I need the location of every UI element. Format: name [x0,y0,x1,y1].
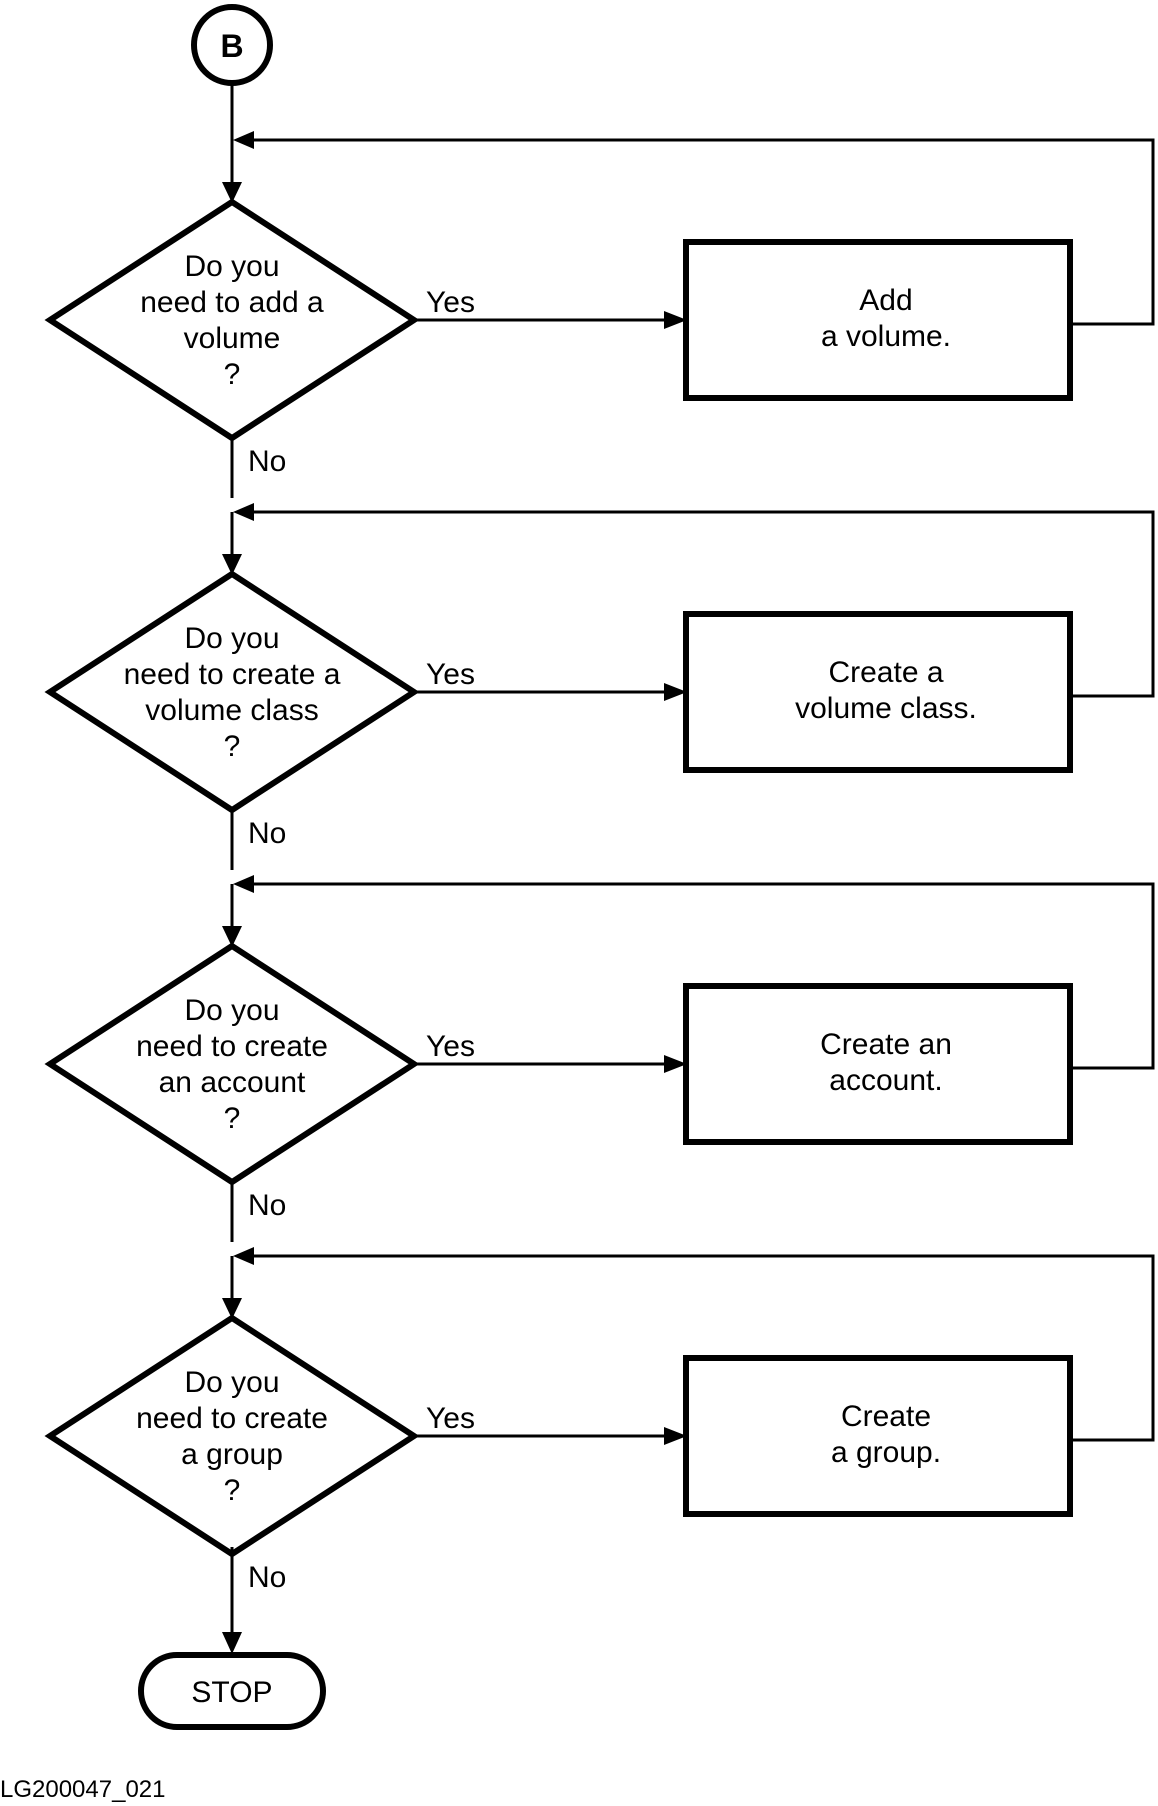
decision-diamond-1 [44,198,420,442]
decision-text-2-line-3: volume class [145,694,318,727]
action-box-4 [683,1355,1073,1517]
decision-text-1-line-1: Do you [184,250,279,283]
start-connector-label: B [220,28,243,64]
decision-text-2-line-2: need to create a [124,658,341,691]
decision-text-3-line-3: an account [159,1066,306,1099]
action-text-3-line-2: account. [829,1064,942,1097]
yes-label-1: Yes [426,286,475,319]
yes-label-2: Yes [426,658,475,691]
decision-text-4-line-4: ? [224,1474,241,1507]
decision-diamond-4 [44,1314,420,1558]
no-label-4: No [248,1561,286,1594]
no-label-2: No [248,817,286,850]
loop-back-arrowhead-4 [233,1247,254,1265]
yes-arrowhead-1 [664,311,687,329]
decision-text-2-line-4: ? [224,730,241,763]
yes-label-3: Yes [426,1030,475,1063]
decision-text-1-line-2: need to add a [140,286,324,319]
loop-back-arrowhead-1 [233,131,254,149]
yes-label-4: Yes [426,1402,475,1435]
decision-text-2-line-1: Do you [184,622,279,655]
action-box-3 [683,983,1073,1145]
stop-terminal-label: STOP [191,1676,272,1709]
action-text-4-line-2: a group. [831,1436,941,1469]
decision-text-4-line-1: Do you [184,1366,279,1399]
decision-diamond-3 [44,942,420,1186]
yes-arrowhead-2 [664,683,687,701]
no-label-3: No [248,1189,286,1222]
action-box-2 [683,611,1073,773]
arrowhead-into-decision-3 [222,926,242,947]
arrowhead-into-decision-1 [222,182,242,203]
loop-back-line-3 [242,882,1155,1070]
loop-back-arrowhead-3 [233,875,254,893]
arrowhead-into-decision-4 [222,1298,242,1319]
arrowhead-to-stop [222,1632,242,1654]
loop-back-line-1 [242,138,1155,326]
arrowhead-into-decision-2 [222,554,242,575]
stop-terminal [138,1652,326,1730]
loop-back-arrowhead-2 [233,503,254,521]
decision-text-4-line-3: a group [181,1438,283,1471]
action-box-1 [683,239,1073,401]
no-label-1: No [248,445,286,478]
decision-text-3-line-4: ? [224,1102,241,1135]
loop-back-line-4 [242,1254,1155,1442]
action-text-4-line-1: Create [841,1400,931,1433]
decision-text-1-line-4: ? [224,358,241,391]
decision-text-4-line-2: need to create [136,1402,328,1435]
action-text-2-line-1: Create a [828,656,943,689]
yes-arrowhead-4 [664,1427,687,1445]
loop-back-line-2 [242,510,1155,698]
action-text-3-line-1: Create an [820,1028,952,1061]
decision-text-1-line-3: volume [184,322,281,355]
action-text-1-line-2: a volume. [821,320,951,353]
decision-text-3-line-1: Do you [184,994,279,1027]
action-text-1-line-1: Add [859,284,912,317]
decision-diamond-2 [44,570,420,814]
yes-arrowhead-3 [664,1055,687,1073]
action-text-2-line-2: volume class. [795,692,977,725]
decision-text-3-line-2: need to create [136,1030,328,1063]
figure-id: LG200047_021 [0,1776,166,1803]
